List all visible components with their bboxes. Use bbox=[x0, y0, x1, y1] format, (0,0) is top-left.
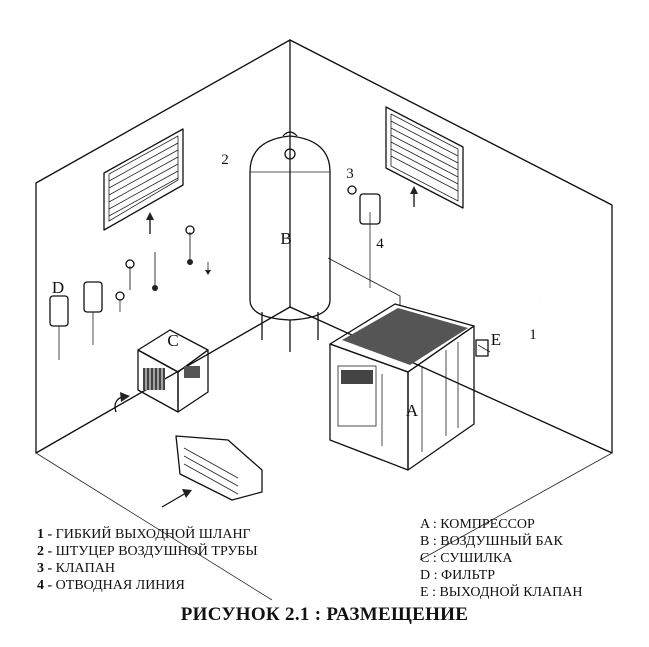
right-wall-louver bbox=[385, 106, 464, 209]
legend-item-b: B : ВОЗДУШНЫЙ БАК bbox=[420, 534, 563, 549]
right-wall-piping bbox=[327, 185, 543, 367]
label-a: A bbox=[406, 401, 419, 420]
floor-louver bbox=[175, 435, 263, 501]
legend-item-e: E : ВЫХОДНОЙ КЛАПАН bbox=[420, 585, 583, 600]
label-1: 1 bbox=[529, 327, 537, 343]
legend-numbers: 1 - ГИБКИЙ ВЫХОДНОЙ ШЛАНГ 2 - ШТУЦЕР ВОЗ… bbox=[37, 526, 258, 594]
legend-item-2: 2 - ШТУЦЕР ВОЗДУШНОЙ ТРУБЫ bbox=[37, 544, 258, 559]
legend-letters: A : КОМПРЕССОР B : ВОЗДУШНЫЙ БАК C : СУШ… bbox=[420, 516, 582, 601]
legend-item-d: D : ФИЛЬТР bbox=[420, 568, 496, 583]
compressor bbox=[329, 303, 475, 471]
left-wall-piping bbox=[39, 170, 251, 340]
room-illustration: B C D E A 1 2 3 4 bbox=[35, 39, 613, 600]
label-c: C bbox=[167, 331, 178, 350]
dryer bbox=[137, 329, 209, 413]
legend-item-3: 3 - КЛАПАН bbox=[37, 561, 115, 576]
component-labels: B C D E A 1 2 3 4 bbox=[52, 152, 537, 420]
filter-group-d bbox=[49, 281, 125, 360]
label-3: 3 bbox=[346, 166, 354, 182]
label-b: B bbox=[280, 229, 291, 248]
air-tank bbox=[249, 131, 331, 352]
floor-arrows bbox=[114, 392, 192, 508]
label-d: D bbox=[52, 278, 64, 297]
legend-item-c: C : СУШИЛКА bbox=[420, 551, 513, 566]
legend-item-a: A : КОМПРЕССОР bbox=[420, 517, 535, 532]
label-2: 2 bbox=[221, 152, 229, 168]
figure-caption: РИСУНОК 2.1 : РАЗМЕЩЕНИЕ bbox=[180, 604, 469, 625]
legend-item-4: 4 - ОТВОДНАЯ ЛИНИЯ bbox=[37, 578, 185, 593]
legend-item-1: 1 - ГИБКИЙ ВЫХОДНОЙ ШЛАНГ bbox=[37, 527, 251, 542]
label-e: E bbox=[491, 330, 501, 349]
left-wall-louver bbox=[103, 128, 184, 234]
label-4: 4 bbox=[376, 236, 384, 252]
